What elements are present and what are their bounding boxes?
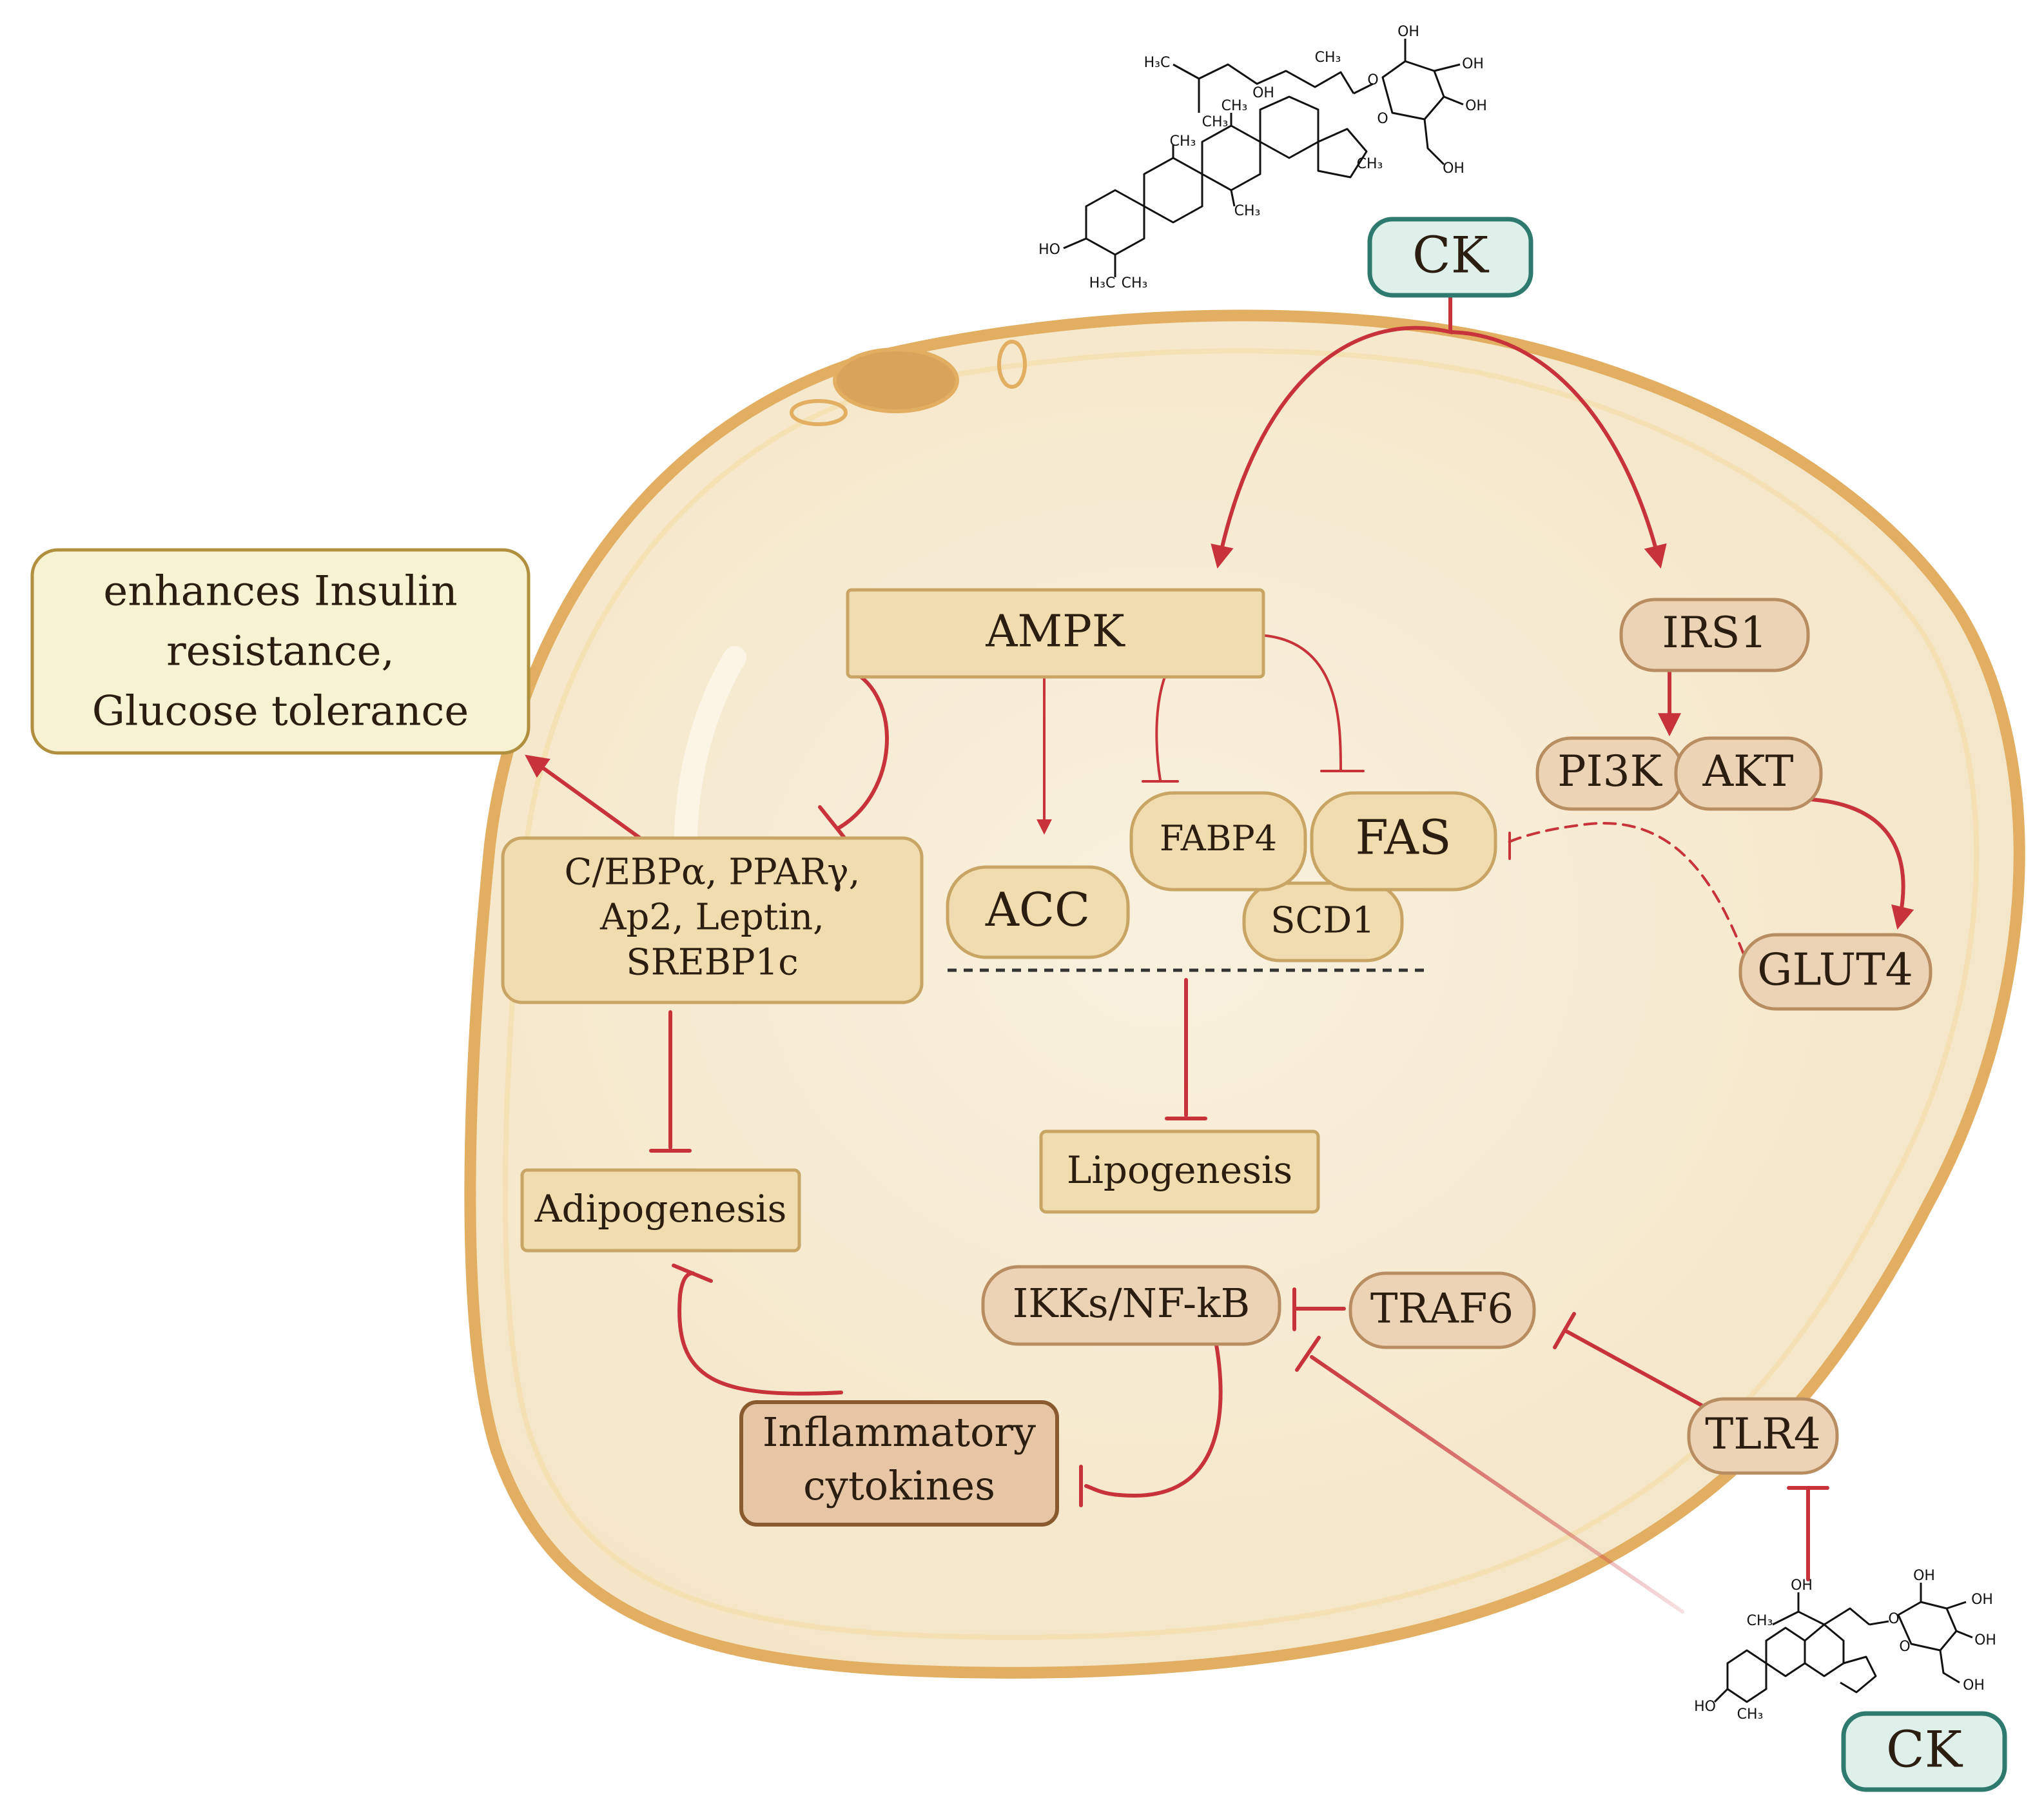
edge-cytokines-adipogenesis-bar	[672, 1264, 713, 1283]
ginsenoside-structure-top: H₃C CH₃ OH CH₃ O OH OH OH O OH CH₃ CH₃ C…	[1038, 24, 1487, 291]
struct-label: O	[1899, 1639, 1910, 1655]
struct-label: OH	[1971, 1592, 1993, 1608]
edge-glut4-fas	[1503, 821, 1745, 955]
node-ampk: AMPK	[846, 588, 1265, 679]
struct-label: OH	[1974, 1632, 1996, 1648]
node-tlr4: TLR4	[1687, 1397, 1839, 1475]
node-glut4: GLUT4	[1738, 933, 1932, 1011]
akt-label: AKT	[1702, 747, 1794, 796]
edge-tf-outcome	[525, 754, 647, 843]
struct-label: OH	[1397, 24, 1419, 40]
struct-label: OH	[1963, 1677, 1985, 1694]
struct-label: CH₃	[1357, 156, 1383, 172]
ck-bottom-label: CK	[1886, 1721, 1963, 1779]
ck-top-label: CK	[1412, 227, 1490, 285]
edge-cytokines-adipogenesis	[677, 1271, 843, 1396]
node-lipogenesis: Lipogenesis	[1039, 1129, 1320, 1214]
node-fabp4: FABP4	[1129, 791, 1307, 892]
node-fas: FAS	[1310, 791, 1497, 892]
node-ikk-nfkb: IKKs/NF-kB	[981, 1265, 1281, 1346]
struct-label: O	[1377, 111, 1388, 127]
struct-label: CH₃	[1315, 50, 1341, 66]
tlr4-label: TLR4	[1705, 1409, 1821, 1459]
scd1-label: SCD1	[1270, 900, 1375, 942]
edge-ck-irs1	[1448, 330, 1667, 569]
edge-ampk-fas	[1246, 633, 1342, 772]
node-adipogenesis: Adipogenesis	[520, 1168, 801, 1253]
edge-tlr4-traf6-bar	[1553, 1312, 1576, 1349]
struct-label: O	[1888, 1611, 1899, 1627]
nucleus	[833, 347, 959, 413]
struct-label: H₃C	[1089, 275, 1116, 291]
struct-label: OH	[1252, 85, 1274, 101]
edge-akt-glut4	[1777, 797, 1914, 930]
adipogenesis-label: Adipogenesis	[534, 1187, 787, 1231]
cytokines-line-2: cytokines	[803, 1462, 995, 1509]
edge-ck-ampk	[1211, 288, 1452, 569]
outcome-line-2: resistance,	[166, 628, 394, 676]
tf-line-2: Ap2, Leptin,	[599, 897, 824, 939]
struct-label: OH	[1462, 56, 1484, 72]
fas-label: FAS	[1355, 810, 1451, 865]
node-inflammatory-cytokines: Inflammatory cytokines	[739, 1400, 1059, 1527]
glut4-label: GLUT4	[1757, 945, 1913, 996]
struct-label: O	[1367, 72, 1378, 88]
ginsenoside-structure-bottom: CH₃ OH O OH OH OH O OH HO CH₃	[1694, 1568, 1996, 1723]
cytokines-line-1: Inflammatory	[763, 1409, 1036, 1456]
cell-inner-ring	[502, 348, 1980, 1640]
tf-line-1: C/EBPα, PPARγ,	[565, 852, 861, 894]
edge-ikk-cytokines	[1084, 1336, 1223, 1498]
node-scd1: SCD1	[1242, 881, 1404, 962]
node-transcription-factors: C/EBPα, PPARγ, Ap2, Leptin, SREBP1c	[501, 836, 924, 1004]
node-traf6: TRAF6	[1348, 1271, 1536, 1349]
traf6-label: TRAF6	[1370, 1285, 1514, 1333]
edge-ck-ikk	[1310, 1355, 1684, 1614]
struct-label: CH₃	[1737, 1706, 1764, 1723]
struct-label: HO	[1694, 1699, 1716, 1715]
ampk-label: AMPK	[985, 607, 1125, 658]
outcome-line-3: Glucose tolerance	[92, 688, 469, 736]
struct-label: CH₃	[1222, 98, 1248, 114]
pi3k-label: PI3K	[1557, 747, 1662, 796]
ikk-nfkb-label: IKKs/NF-kB	[1013, 1280, 1250, 1327]
struct-label: CH₃	[1122, 275, 1148, 291]
organelle	[997, 340, 1027, 389]
edge-tlr4-traf6	[1564, 1329, 1704, 1407]
struct-label: CH₃	[1747, 1613, 1773, 1629]
struct-label: CH₃	[1234, 203, 1261, 219]
organelle	[790, 399, 848, 426]
struct-label: CH₃	[1170, 133, 1196, 150]
struct-label: OH	[1465, 98, 1487, 114]
outcome-box: enhances Insulin resistance, Glucose tol…	[30, 548, 530, 755]
acc-label: ACC	[985, 883, 1090, 937]
struct-label: OH	[1791, 1577, 1813, 1594]
struct-label: OH	[1913, 1568, 1935, 1584]
node-irs1: IRS1	[1619, 598, 1810, 672]
outcome-line-1: enhances Insulin	[103, 568, 457, 616]
struct-label: CH₃	[1202, 114, 1229, 130]
struct-label: HO	[1038, 242, 1060, 258]
node-ck-bottom: CK	[1841, 1711, 2007, 1792]
edge-ck-ikk-bar	[1295, 1336, 1321, 1372]
node-ck-top: CK	[1367, 217, 1533, 298]
struct-label: OH	[1443, 161, 1465, 177]
struct-label: H₃C	[1144, 55, 1171, 71]
node-acc: ACC	[946, 865, 1130, 959]
irs1-label: IRS1	[1662, 608, 1767, 658]
edge-ampk-tf	[836, 669, 889, 830]
lipogenesis-label: Lipogenesis	[1067, 1148, 1292, 1192]
tf-line-3: SREBP1c	[626, 942, 798, 984]
node-pi3k: PI3K	[1535, 736, 1684, 811]
fabp4-label: FABP4	[1160, 818, 1277, 859]
node-akt: AKT	[1674, 736, 1823, 811]
edges	[525, 288, 1914, 1614]
